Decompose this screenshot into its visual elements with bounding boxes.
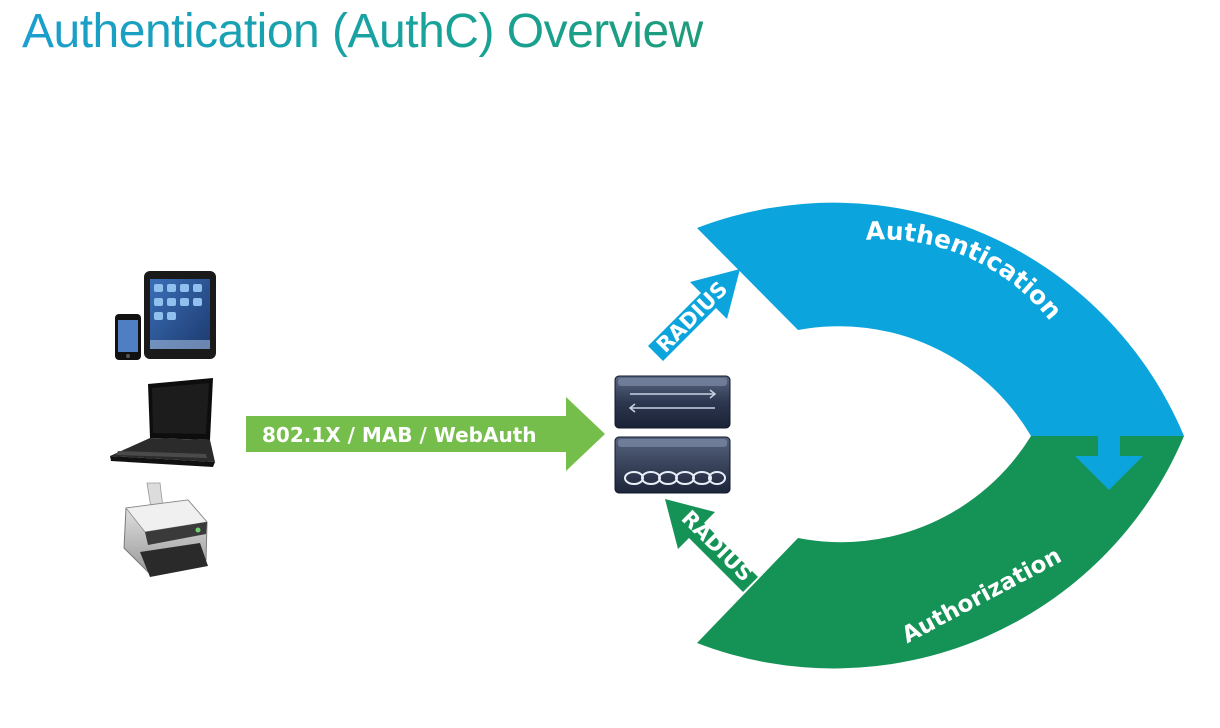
printer-icon <box>123 482 208 577</box>
radius-down-label: RADIUS <box>677 506 758 587</box>
authorization-segment <box>697 436 1184 669</box>
laptop-icon <box>110 378 215 467</box>
tablet-phone-icon <box>115 271 216 360</box>
cycle-down-arrow <box>1075 436 1143 490</box>
radius-up-arrow: RADIUS <box>648 269 740 361</box>
authentication-segment <box>697 202 1184 436</box>
access-flow-arrow: 802.1X / MAB / WebAuth <box>246 397 605 471</box>
switch-icon <box>614 375 731 494</box>
flow-label: 802.1X / MAB / WebAuth <box>262 423 537 447</box>
page-title: Authentication (AuthC) Overview <box>22 5 703 58</box>
radius-down-arrow: RADIUS <box>665 499 758 592</box>
radius-up-label: RADIUS <box>652 277 733 358</box>
